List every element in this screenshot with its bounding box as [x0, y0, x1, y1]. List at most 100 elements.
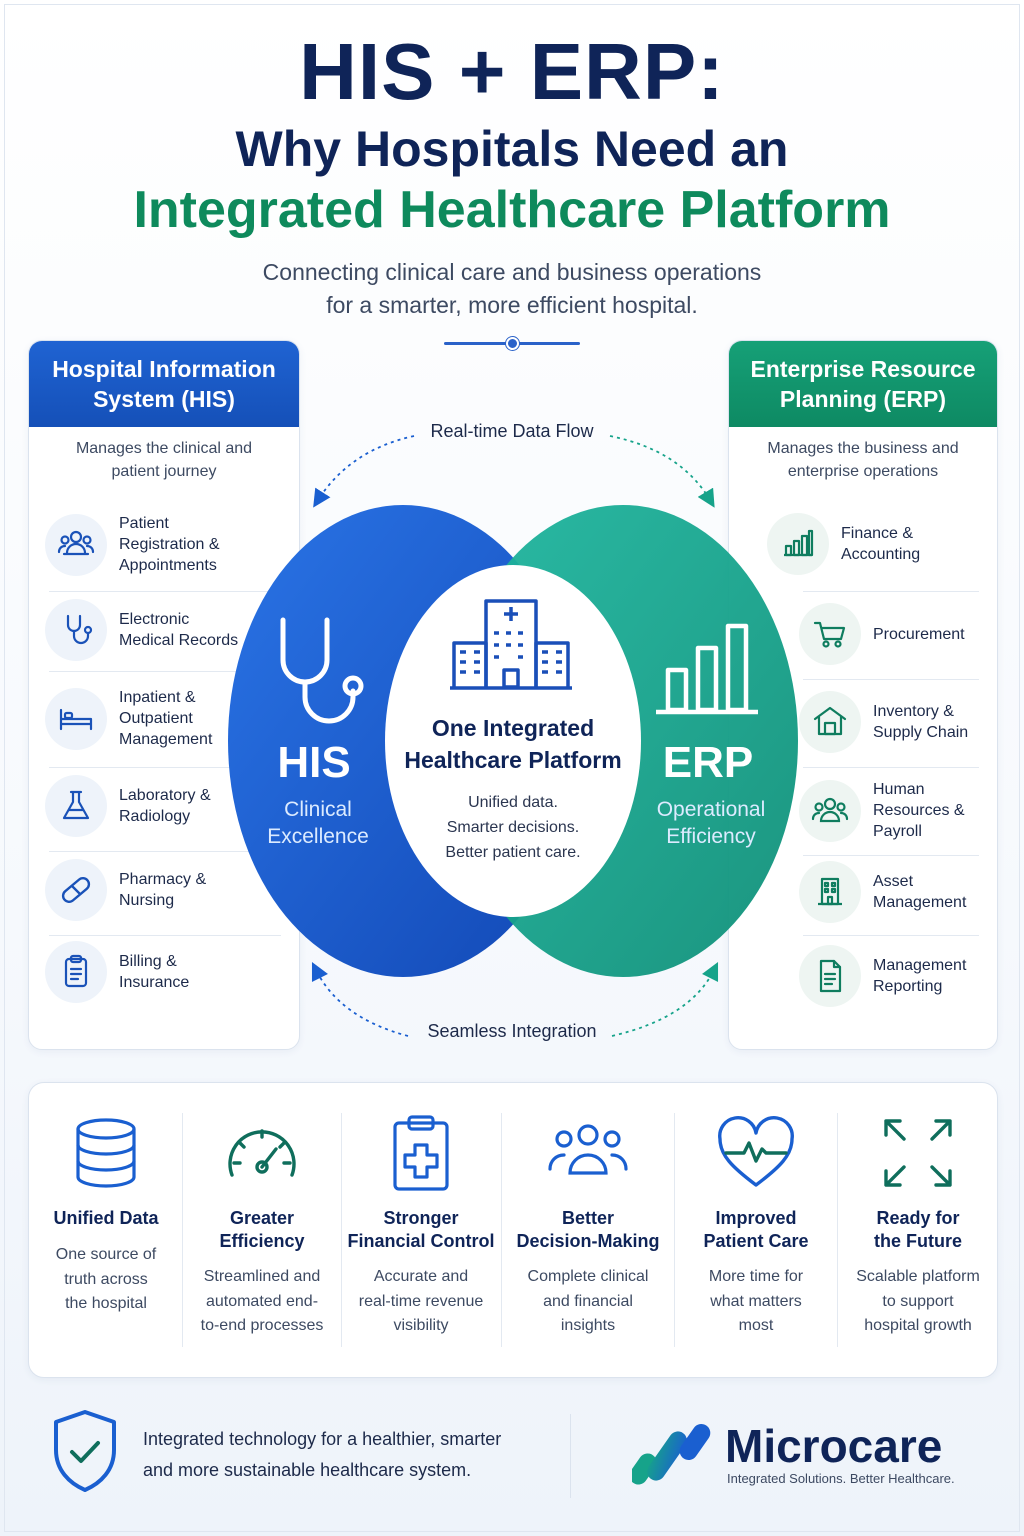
his-title-line-1: Hospital Information	[52, 356, 276, 382]
erp-item-finance: Finance &Accounting	[767, 513, 920, 575]
erp-panel-description: Manages the business and enterprise oper…	[729, 427, 997, 497]
people-icon	[799, 779, 861, 842]
data-flow-arrows	[311, 435, 719, 1037]
his-item-label: Billing &Insurance	[119, 953, 190, 991]
subtitle-line-1: Connecting clinical care and business op…	[262, 259, 762, 285]
clipboard-icon	[45, 941, 107, 1003]
expand-icon	[884, 1119, 952, 1187]
his-panel-description: Manages the clinical and patient journey	[29, 427, 299, 497]
center-description: Unified data.Smarter decisions.Better pa…	[445, 794, 581, 861]
erp-item-inventory: Inventory &Supply Chain	[799, 691, 968, 753]
medical-clipboard-icon	[393, 1115, 449, 1191]
cart-icon	[799, 603, 861, 665]
bed-icon	[45, 687, 107, 750]
stethoscope-icon	[45, 599, 107, 661]
flask-icon	[45, 775, 107, 837]
his-item-lab: Laboratory &Radiology	[45, 775, 211, 837]
patients-icon	[45, 513, 107, 576]
report-icon	[799, 945, 861, 1007]
title-line-2: Why Hospitals Need an	[235, 121, 789, 177]
heart-pulse-icon	[718, 1116, 794, 1187]
footer-divider	[570, 1414, 571, 1498]
his-label: HIS	[277, 738, 351, 787]
subtitle-line-2: for a smarter, more efficient hospital.	[326, 292, 698, 318]
his-item-billing: Billing &Insurance	[45, 941, 189, 1003]
building-icon	[799, 861, 861, 923]
pill-icon	[45, 859, 107, 921]
brand-tagline: Integrated Solutions. Better Healthcare.	[727, 1471, 955, 1486]
bar-chart-large-icon	[656, 623, 758, 715]
shield-check-icon	[54, 1410, 116, 1492]
header-divider-dot	[506, 337, 519, 350]
footer-text: Integrated technology for a healthier, s…	[143, 1429, 502, 1480]
his-desc-line-2: patient journey	[111, 463, 217, 480]
stethoscope-large-icon	[280, 617, 364, 724]
microcare-logo-icon	[632, 1423, 711, 1485]
center-circle	[385, 565, 641, 917]
erp-desc-line-2: enterprise operations	[787, 463, 939, 480]
erp-desc-line-1: Manages the business and	[767, 440, 959, 457]
erp-item-label: Finance &Accounting	[841, 525, 921, 563]
erp-item-label: Inventory &Supply Chain	[873, 703, 969, 741]
his-title-line-2: System (HIS)	[93, 386, 235, 412]
his-item-label: Pharmacy &Nursing	[119, 871, 207, 909]
erp-item-procurement: Procurement	[799, 603, 965, 665]
bar-chart-icon	[767, 513, 829, 575]
subtitle: Connecting clinical care and business op…	[0, 256, 1024, 322]
benefit-title: Unified Data	[53, 1208, 159, 1228]
database-icon	[76, 1118, 136, 1188]
seamless-integration-label: Seamless Integration	[427, 1021, 597, 1041]
erp-title-line-2: Planning (ERP)	[779, 386, 947, 412]
venn-shapes	[228, 505, 798, 977]
hospital-building-icon	[450, 599, 572, 690]
gauge-icon	[228, 1129, 296, 1177]
erp-title-line-1: Enterprise Resource	[750, 356, 976, 382]
his-item-pharmacy: Pharmacy &Nursing	[45, 859, 206, 921]
brand-name: Microcare	[725, 1420, 943, 1472]
main-title: HIS + ERP:	[299, 27, 725, 116]
his-item-label: Laboratory &Radiology	[119, 787, 211, 825]
erp-label: ERP	[662, 738, 754, 787]
his-desc-line-1: Manages the clinical and	[75, 440, 253, 457]
realtime-data-flow-label: Real-time Data Flow	[430, 421, 594, 441]
team-icon	[548, 1124, 628, 1175]
